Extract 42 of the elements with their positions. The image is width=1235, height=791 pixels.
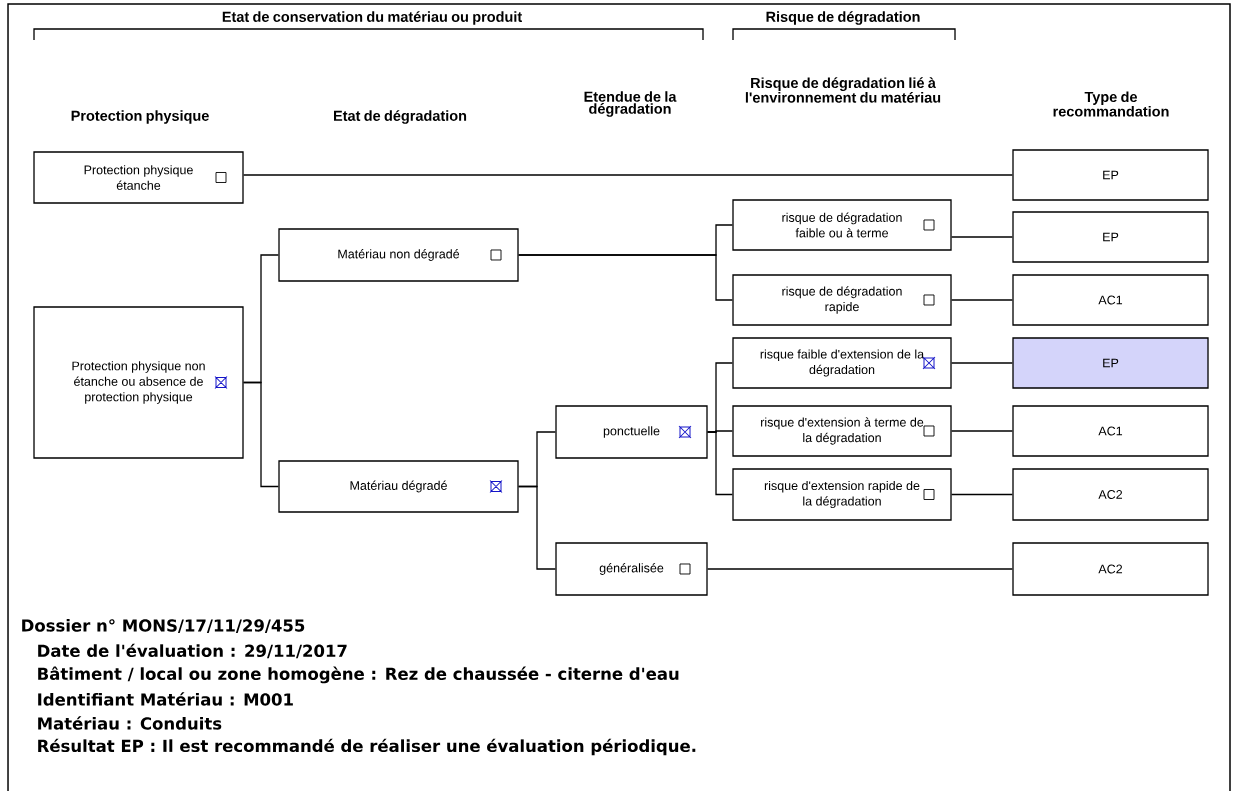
connector-line: [951, 362, 1013, 364]
connector-line: [951, 236, 1013, 238]
choice-box: risque d'extension rapide de la dégradation: [732, 468, 952, 521]
info-line: Résultat EP : Il est recommandé de réaliser une évaluation périodique.: [38, 738, 696, 756]
connector-line: [707, 568, 1013, 570]
recommendation-box: AC2: [1012, 468, 1209, 521]
connector-line: [951, 430, 1013, 432]
choice-box: Protection physique étanche: [33, 151, 244, 204]
recommendation-box: AC2: [1012, 542, 1209, 596]
bracket-title: Etat de conservation du matériau ou produit: [222, 11, 522, 25]
choice-box: Protection physique non étanche ou absence de protection physique: [33, 306, 244, 459]
connector-line: [518, 485, 556, 570]
choice-box: risque de dégradation rapide: [732, 274, 952, 326]
info-line: Dossier n° MONS/17/11/29/455: [22, 618, 305, 634]
choice-box: ponctuelle: [555, 405, 708, 459]
choice-box: risque d'extension à terme de la dégradation: [732, 405, 952, 457]
choice-box: Matériau non dégradé: [278, 228, 519, 282]
info-line: Date de l'évaluation : 29/11/2017: [38, 643, 347, 659]
column-header: Risque de dégradation lié à l'environnement du matériau: [745, 77, 941, 103]
connector-line: [707, 431, 733, 496]
connector-line: [951, 299, 1013, 301]
recommendation-box: EP: [1012, 337, 1209, 389]
info-line: Bâtiment / local ou zone homogène : Rez de chaussée - citerne d'eau: [38, 666, 679, 684]
column-header: Etat de dégradation: [334, 110, 467, 124]
connector-line: [518, 254, 733, 301]
bracket-title: Risque de dégradation: [766, 11, 920, 25]
info-line: Matériau : Conduits: [38, 716, 222, 730]
recommendation-box: EP: [1012, 211, 1209, 263]
recommendation-box: AC1: [1012, 274, 1209, 326]
connector-line: [243, 381, 279, 488]
column-header: Protection physique: [71, 110, 209, 124]
recommendation-box: AC1: [1012, 405, 1209, 457]
info-line: Identifiant Matériau : M001: [38, 692, 293, 706]
choice-box: Matériau dégradé: [278, 460, 519, 513]
connector-line: [243, 174, 1013, 176]
choice-box: risque faible d'extension de la dégradation: [732, 337, 952, 389]
choice-box: risque de dégradation faible ou à terme: [732, 199, 952, 251]
connector-line: [951, 493, 1013, 496]
choice-box: généralisée: [555, 542, 708, 596]
column-header: Type de recommandation: [1053, 91, 1169, 117]
recommendation-box: EP: [1012, 149, 1209, 201]
column-header: Etendue de la dégradation: [584, 91, 677, 117]
